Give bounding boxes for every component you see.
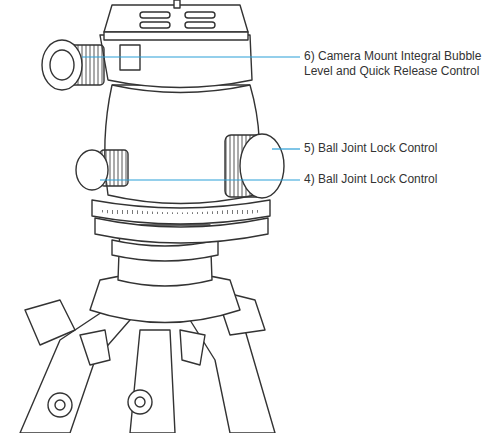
leader-line <box>100 179 300 180</box>
leg-lock <box>180 330 205 365</box>
tripod-leg <box>130 330 175 433</box>
tripod-leg <box>20 300 130 433</box>
quick-release-clamp <box>100 35 252 88</box>
ball-lock-knob-face <box>240 134 284 198</box>
leader-line <box>272 148 300 149</box>
leg-knob <box>55 400 65 410</box>
plate-slot <box>140 12 170 18</box>
leg-lock <box>80 330 110 365</box>
plate-slot <box>185 12 215 18</box>
leg-knob <box>128 390 152 414</box>
leg-knob <box>135 397 145 407</box>
quick-release-knob-face <box>42 40 82 90</box>
camera-plate-edge <box>104 32 248 40</box>
plate-slot <box>185 22 215 28</box>
callout-label: 6) Camera Mount Integral Bubble Level an… <box>304 49 494 79</box>
leg-lock <box>25 300 75 345</box>
plate-slot <box>140 22 170 28</box>
friction-knob-face <box>76 150 108 190</box>
callout-label: 5) Ball Joint Lock Control <box>304 141 494 156</box>
leader-line <box>82 56 300 57</box>
camera-plate <box>104 5 248 32</box>
callout-label: 4) Ball Joint Lock Control <box>304 172 494 187</box>
bubble-level <box>50 50 74 80</box>
leg-knob <box>48 393 72 417</box>
mounting-screw <box>174 0 180 8</box>
